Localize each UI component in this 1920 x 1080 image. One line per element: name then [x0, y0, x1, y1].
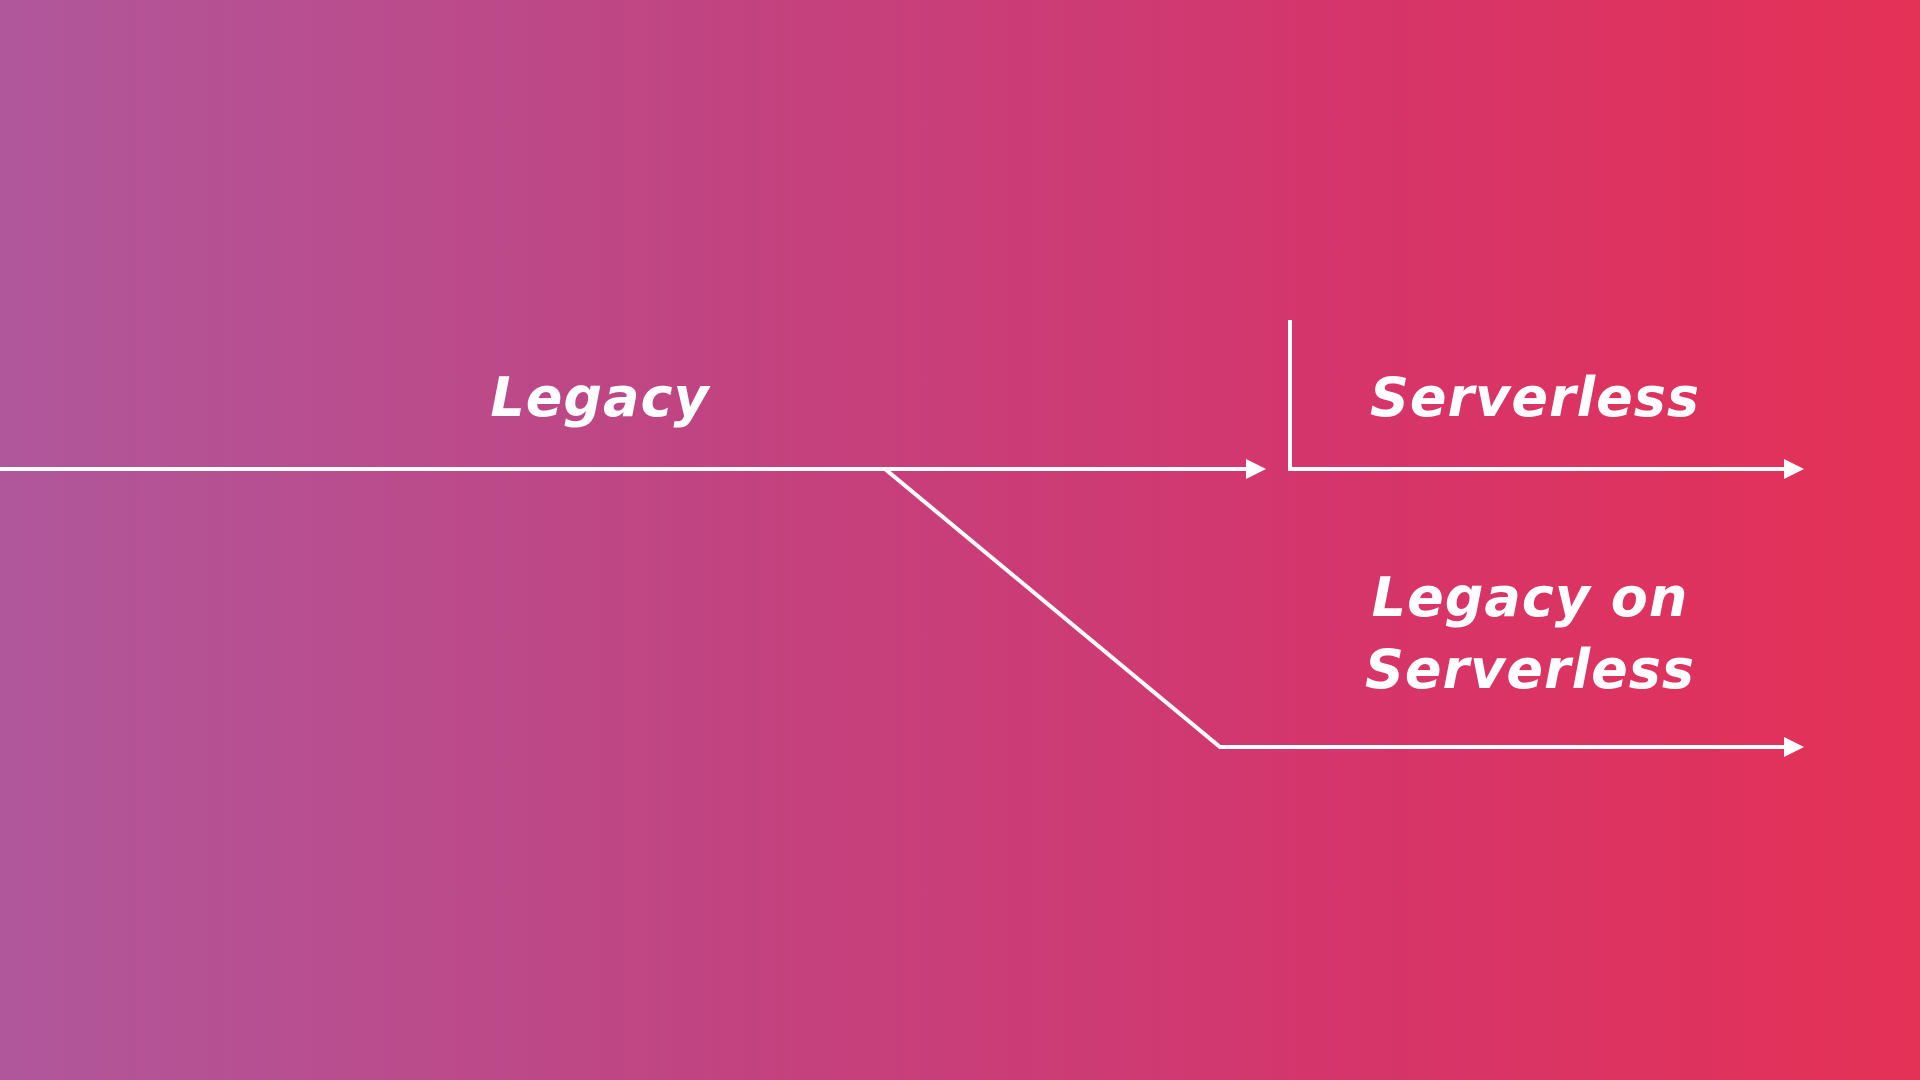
legacy-on-serverless-arrowhead-icon [1784, 737, 1804, 757]
legacy-on-serverless-label: Legacy on Serverless [1360, 562, 1700, 706]
serverless-label: Serverless [1370, 366, 1701, 429]
legacy-on-serverless-branch-line [883, 467, 1786, 749]
legacy-on-serverless-label-line2: Serverless [1364, 638, 1696, 701]
legacy-label: Legacy [490, 366, 710, 429]
serverless-arrowhead-icon [1784, 459, 1804, 479]
legacy-on-serverless-label-line1: Legacy on [1371, 566, 1689, 629]
legacy-arrowhead-icon [1246, 459, 1266, 479]
